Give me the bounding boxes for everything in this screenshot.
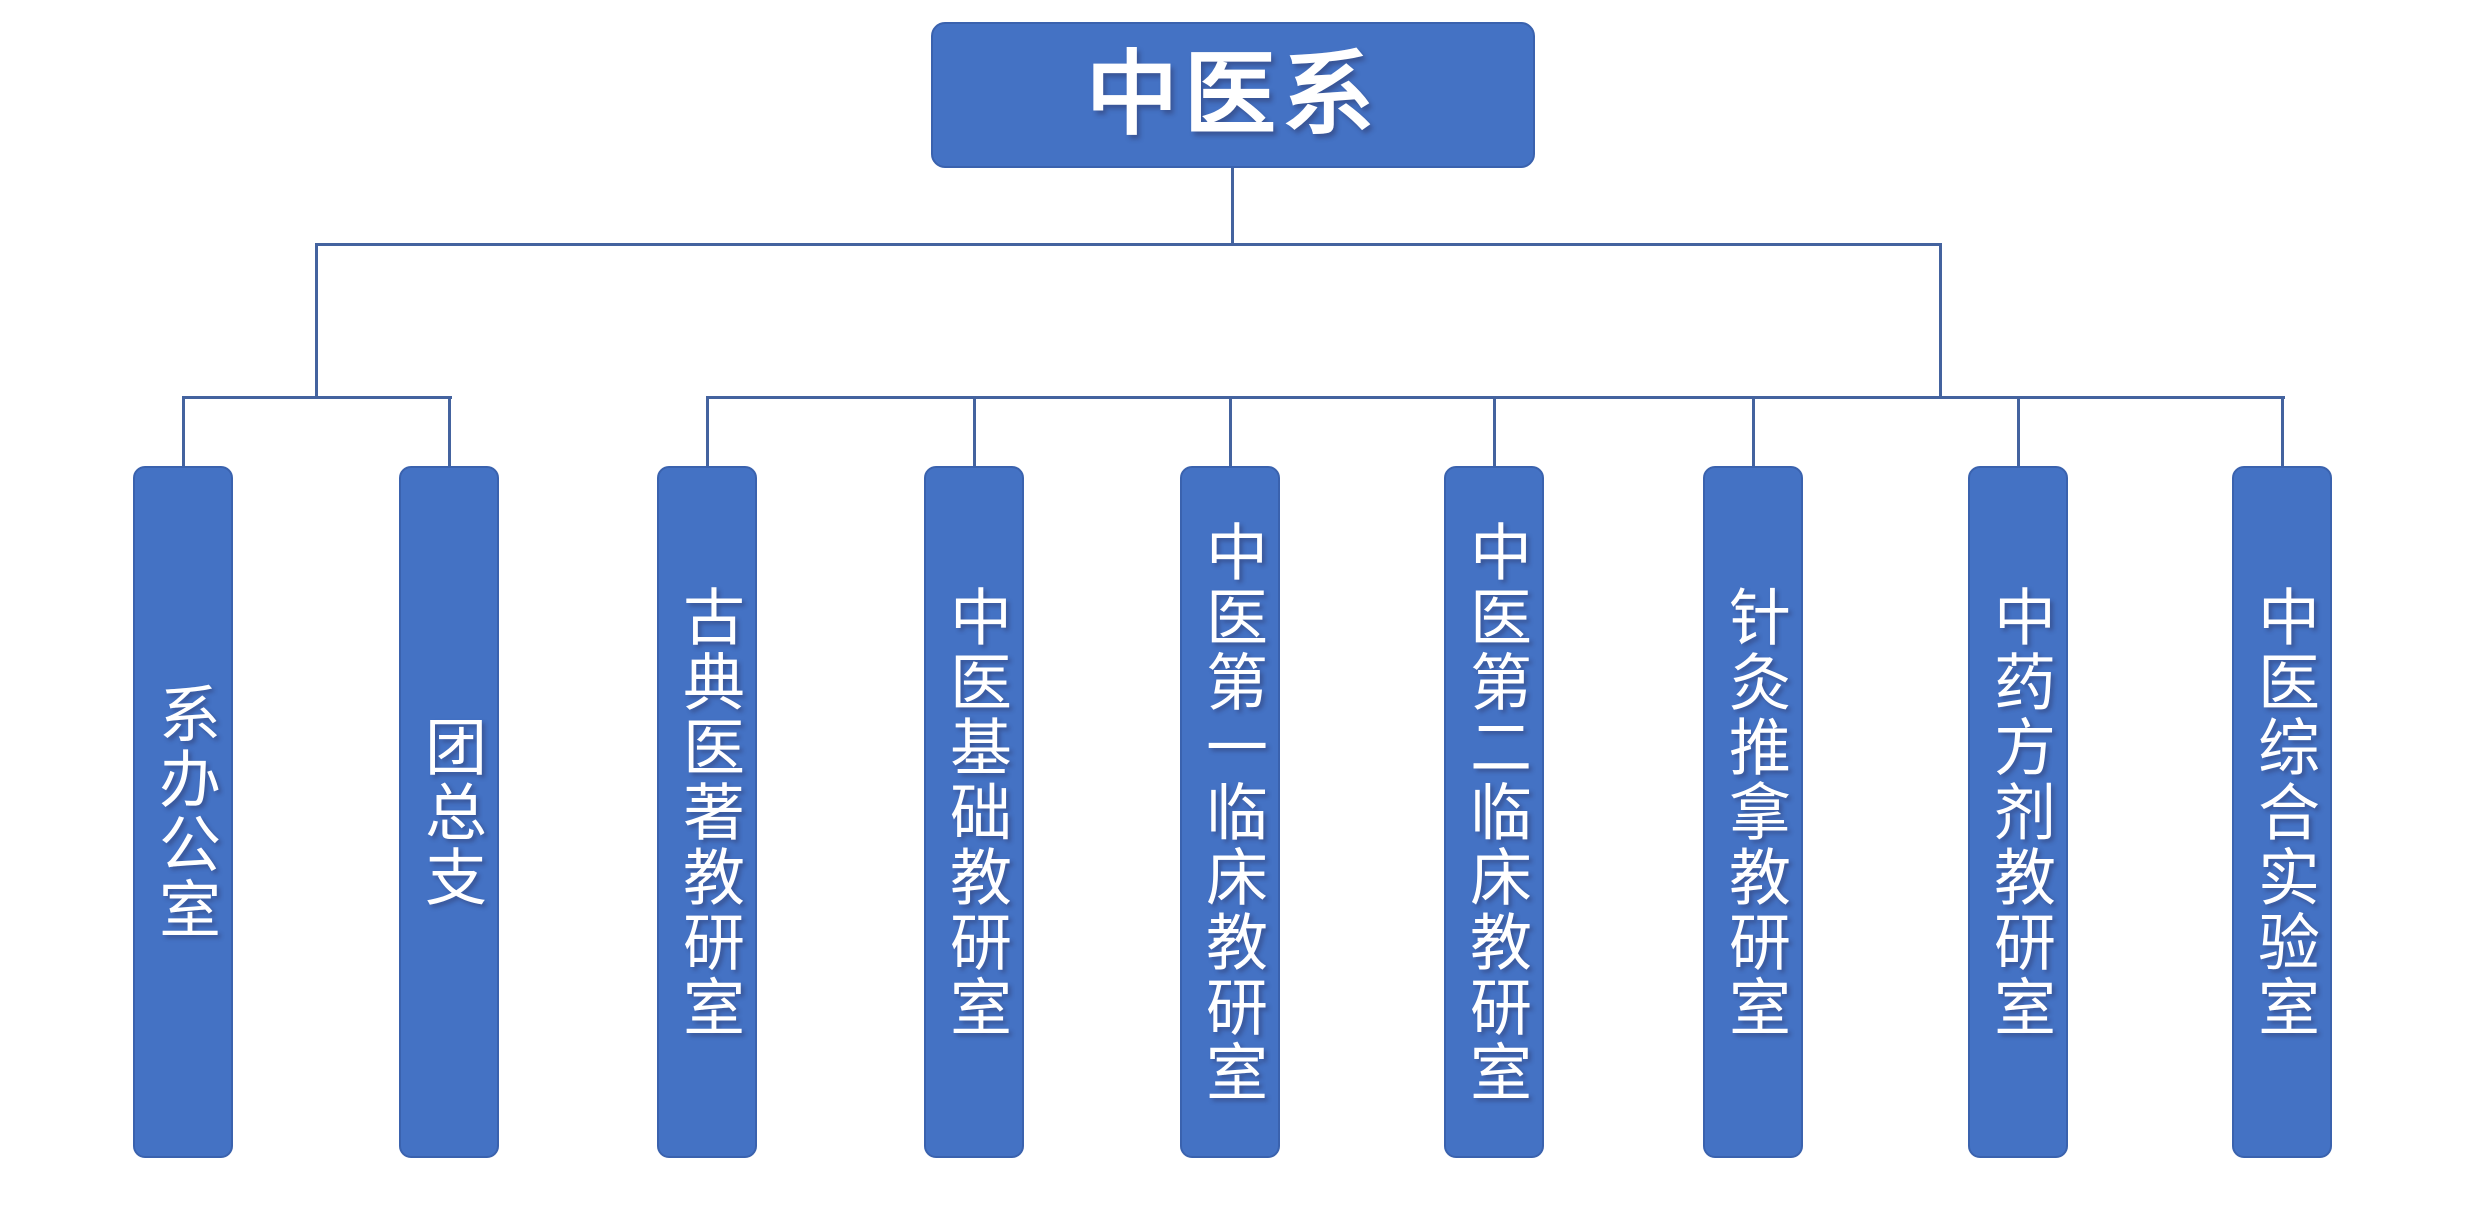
connector-drop-2 <box>448 396 451 468</box>
org-node: 中医第二临床教研室 <box>1444 466 1544 1158</box>
org-node-label: 中医第二临床教研室 <box>1460 519 1528 1105</box>
org-node: 团总支 <box>399 466 499 1158</box>
org-node-label: 古典医著教研室 <box>673 584 741 1040</box>
connector-drop-9 <box>2281 396 2284 468</box>
connector-drop-4 <box>973 396 976 468</box>
org-node-root-label: 中医系 <box>1085 44 1380 146</box>
connector-drop-8 <box>2017 396 2020 468</box>
org-node-label: 中医基础教研室 <box>940 584 1008 1040</box>
connector-drop-5 <box>1229 396 1232 468</box>
org-node: 中医基础教研室 <box>924 466 1024 1158</box>
org-node-label: 中药方剂教研室 <box>1984 584 2052 1040</box>
connector-drop-6 <box>1493 396 1496 468</box>
connector-top-horizontal <box>316 243 1942 246</box>
connector-drop-7 <box>1752 396 1755 468</box>
connector-left-group-drop <box>315 243 318 399</box>
org-node: 系办公室 <box>133 466 233 1158</box>
org-node-root: 中医系 <box>931 22 1535 168</box>
org-node-label: 中医综合实验室 <box>2248 584 2316 1040</box>
connector-right-horizontal <box>707 396 2285 399</box>
org-node: 中医综合实验室 <box>2232 466 2332 1158</box>
connector-drop-3 <box>706 396 709 468</box>
org-node: 中药方剂教研室 <box>1968 466 2068 1158</box>
connector-left-horizontal <box>183 396 452 399</box>
org-node: 针灸推拿教研室 <box>1703 466 1803 1158</box>
org-node-label: 系办公室 <box>149 682 217 942</box>
org-node-label: 团总支 <box>415 714 483 910</box>
org-node-label: 针灸推拿教研室 <box>1719 584 1787 1040</box>
org-node: 中医第一临床教研室 <box>1180 466 1280 1158</box>
org-node: 古典医著教研室 <box>657 466 757 1158</box>
connector-right-group-drop <box>1939 243 1942 399</box>
org-node-label: 中医第一临床教研室 <box>1196 519 1264 1105</box>
connector-root-drop <box>1231 168 1234 246</box>
connector-drop-1 <box>182 396 185 468</box>
